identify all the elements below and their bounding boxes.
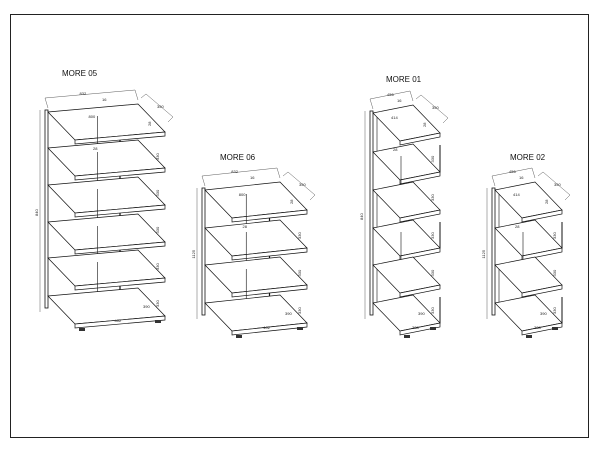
- depth-dim: 350: [432, 105, 439, 110]
- foot: [297, 327, 303, 330]
- foot: [552, 327, 558, 330]
- compartment-dim: 330: [430, 155, 435, 162]
- shelf-edge: [231, 322, 308, 336]
- side-panel: [369, 110, 374, 316]
- shelf-edge: [231, 284, 308, 298]
- height-dim: 1125: [481, 249, 486, 258]
- compartment-dim: 330: [552, 307, 557, 314]
- shelf-edge: [399, 284, 441, 298]
- width-dim: 832: [231, 169, 238, 174]
- shelf-unit-0: MORE 05 330 330 330 330 330 832 16 350 800 28 28 840…: [34, 69, 174, 331]
- width-dim-line: [44, 89, 139, 109]
- shelf-edge: [521, 209, 563, 223]
- bottom-width-dim: 402: [115, 318, 122, 323]
- depth-dim-line: [140, 93, 174, 123]
- compartment-dim: 330: [297, 307, 302, 314]
- compartment-dim: 330: [155, 153, 160, 160]
- foot: [155, 320, 161, 323]
- width-dim: 456: [387, 92, 394, 97]
- depth-dim-line: [415, 94, 449, 124]
- shelf-edge: [521, 284, 563, 298]
- compartment-dim: 330: [430, 194, 435, 201]
- compartment-dim: 330: [552, 269, 557, 276]
- shelf-edge: [521, 322, 563, 336]
- side-panel: [491, 187, 496, 316]
- compartment-dim: 330: [155, 263, 160, 270]
- foot: [79, 328, 85, 331]
- compartment-dim: 330: [297, 232, 302, 239]
- thickness-dim: 28: [422, 122, 427, 127]
- shelf-edge: [231, 209, 308, 223]
- bottom-width-dim: 402: [263, 325, 270, 330]
- side-panel: [201, 187, 206, 316]
- side-dim: 28: [515, 224, 520, 229]
- drawing-frame: [10, 14, 589, 438]
- width-dim-line: [369, 90, 414, 110]
- compartment-dim: 330: [430, 307, 435, 314]
- depth-dim: 350: [299, 182, 306, 187]
- compartment-dim: 330: [552, 232, 557, 239]
- side-dim: 28: [393, 147, 398, 152]
- side-dim: 28: [93, 146, 98, 151]
- height-dim: 840: [359, 213, 364, 220]
- shelf-edge: [231, 247, 308, 261]
- compartment-dim: 330: [155, 226, 160, 233]
- shelf-edge: [399, 247, 441, 261]
- gap-dim: 16: [250, 175, 255, 180]
- unit-title: MORE 05: [62, 69, 98, 78]
- depth-dim-line: [282, 171, 316, 201]
- gap-dim: 16: [519, 175, 524, 180]
- shelf-edge: [74, 315, 166, 329]
- foot: [526, 335, 532, 338]
- compartment-dim: 330: [430, 269, 435, 276]
- bottom-width-dim: 388: [412, 325, 419, 330]
- depth-dim: 350: [554, 182, 561, 187]
- compartment-dim: 330: [155, 300, 160, 307]
- shelf-edge: [399, 132, 441, 146]
- compartment-dim: 330: [297, 269, 302, 276]
- inner-width-dim: 414: [391, 115, 398, 120]
- bottom-depth-dim: 390: [285, 311, 292, 316]
- bottom-width-dim: 388: [534, 325, 541, 330]
- unit-title: MORE 02: [510, 153, 546, 162]
- depth-dim: 350: [157, 104, 164, 109]
- shelf-edge: [399, 171, 441, 185]
- inner-width-dim: 800: [89, 114, 96, 119]
- foot: [430, 327, 436, 330]
- gap-dim: 16: [397, 98, 402, 103]
- inner-width-dim: 800: [239, 192, 246, 197]
- height-dim: 1125: [191, 249, 196, 258]
- shelf-unit-1: MORE 06 330 330 330 832 16 350 800 28 28 1125 390 40…: [191, 153, 316, 338]
- thickness-dim: 28: [544, 199, 549, 204]
- shelf-edge: [399, 209, 441, 223]
- inner-width-dim: 414: [513, 192, 520, 197]
- shelf-edge: [521, 247, 563, 261]
- width-dim-line: [201, 167, 281, 187]
- compartment-dim: 330: [155, 189, 160, 196]
- side-panel: [44, 109, 49, 309]
- unit-title: MORE 06: [220, 153, 256, 162]
- depth-dim-line: [537, 171, 571, 201]
- thickness-dim: 28: [147, 121, 152, 126]
- width-dim: 456: [509, 169, 516, 174]
- side-dim: 28: [243, 224, 248, 229]
- width-dim: 832: [80, 91, 87, 96]
- unit-title: MORE 01: [386, 75, 422, 84]
- gap-dim: 16: [102, 97, 107, 102]
- compartment-dim: 330: [430, 232, 435, 239]
- bottom-depth-dim: 390: [143, 304, 150, 309]
- bottom-depth-dim: 390: [418, 311, 425, 316]
- width-dim-line: [491, 167, 536, 187]
- shelf-edge: [399, 322, 441, 336]
- height-dim: 840: [34, 209, 39, 216]
- thickness-dim: 28: [289, 199, 294, 204]
- foot: [404, 335, 410, 338]
- foot: [236, 335, 242, 338]
- bottom-depth-dim: 390: [540, 311, 547, 316]
